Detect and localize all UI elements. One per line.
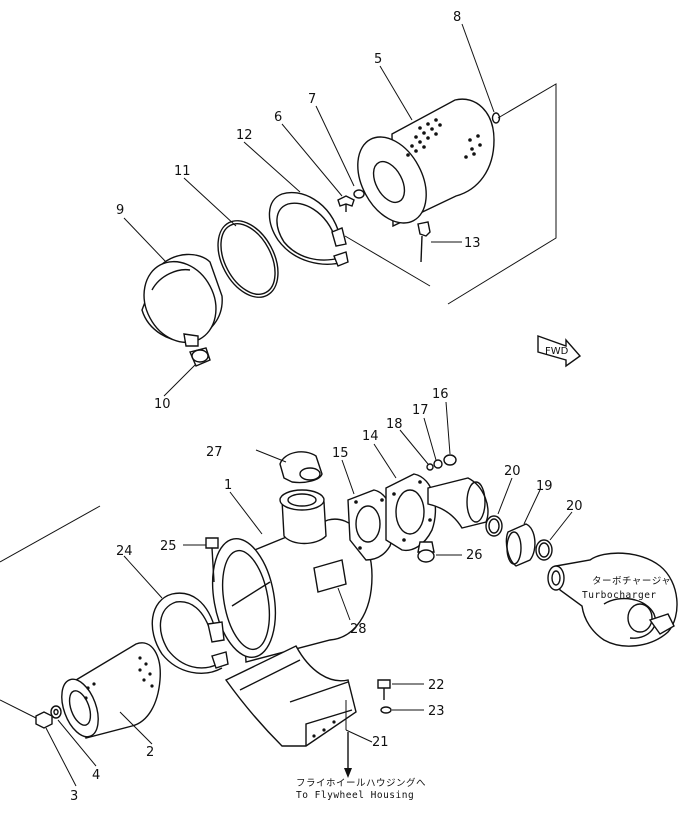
callout-6: 6 [274,110,282,125]
turbocharger [547,552,678,647]
callout-26: 26 [466,548,483,563]
flywheel-note: フライホイールハウジングへ To Flywheel Housing [296,777,426,801]
callout-3: 3 [70,789,78,804]
part-19-hose [505,489,541,567]
part-20-hose-clamp-right [535,511,573,561]
part-8-o-ring [491,112,501,124]
callout-15: 15 [332,446,349,461]
callout-12: 12 [236,128,253,143]
callout-2: 2 [146,745,154,760]
callout-10: 10 [154,397,171,412]
callout-25: 25 [160,539,177,554]
part-12-band-clamp [268,191,349,267]
part-22-bolt [377,679,424,700]
fwd-label: FWD [545,346,569,357]
part-1-air-cleaner-body [211,489,373,663]
callout-numbers: 8 5 7 6 12 11 9 13 10 16 17 18 14 27 15 … [70,10,583,804]
part-25-bolt [183,537,219,583]
callout-11: 11 [174,164,191,179]
turbocharger-note: ターボチャージャ Turbocharger [582,576,671,601]
callout-14: 14 [362,429,379,444]
callout-23: 23 [428,704,445,719]
part-14-elbow-pipe [373,443,489,552]
fwd-arrow-icon: FWD [537,335,582,368]
callout-5: 5 [374,52,382,67]
turbocharger-label-jp: ターボチャージャ [592,576,671,587]
part-21-bracket [224,645,373,778]
callout-16: 16 [432,387,449,402]
flywheel-label-en: To Flywheel Housing [296,790,414,801]
part-13-bolt [417,221,462,263]
callout-21: 21 [372,735,389,750]
callout-19: 19 [536,479,553,494]
part-24-band-clamp [151,592,229,674]
callout-28: 28 [350,622,367,637]
part-15-gasket [341,459,395,561]
part-18-ring [399,429,434,471]
part-26-fitting [417,541,462,563]
callout-17: 17 [412,403,429,418]
part-9-dust-cup [141,253,223,347]
callout-24: 24 [116,544,133,559]
lower-assembly-lines [0,505,101,719]
callout-20-right: 20 [566,499,583,514]
part-4-washer [50,705,62,719]
part-10-plug [189,347,211,367]
upper-assembly-lines [344,83,557,305]
turbocharger-label-en: Turbocharger [582,590,657,601]
callout-13: 13 [464,236,481,251]
callout-27: 27 [206,445,223,460]
part-7-nut [353,189,365,199]
part-11-gasket-ring [217,220,279,298]
part-17-washer [423,417,443,469]
leader-lines [45,23,495,787]
callout-1: 1 [224,478,232,493]
part-5-filter-element [357,98,495,228]
part-2-filter-element [61,642,161,739]
part-20-hose-clamp-left [485,477,513,537]
callout-22: 22 [428,678,445,693]
callout-7: 7 [308,92,316,107]
flywheel-label-jp: フライホイールハウジングへ [296,777,426,789]
part-27-cap [255,449,323,484]
part-6-wing-nut [337,195,355,212]
callout-9: 9 [116,203,124,218]
part-16-plug [443,401,457,466]
callout-8: 8 [453,10,461,25]
callout-4: 4 [92,768,100,783]
callout-20-left: 20 [504,464,521,479]
callout-18: 18 [386,417,403,432]
part-23-washer [380,706,424,714]
part-3-nut [35,711,53,729]
